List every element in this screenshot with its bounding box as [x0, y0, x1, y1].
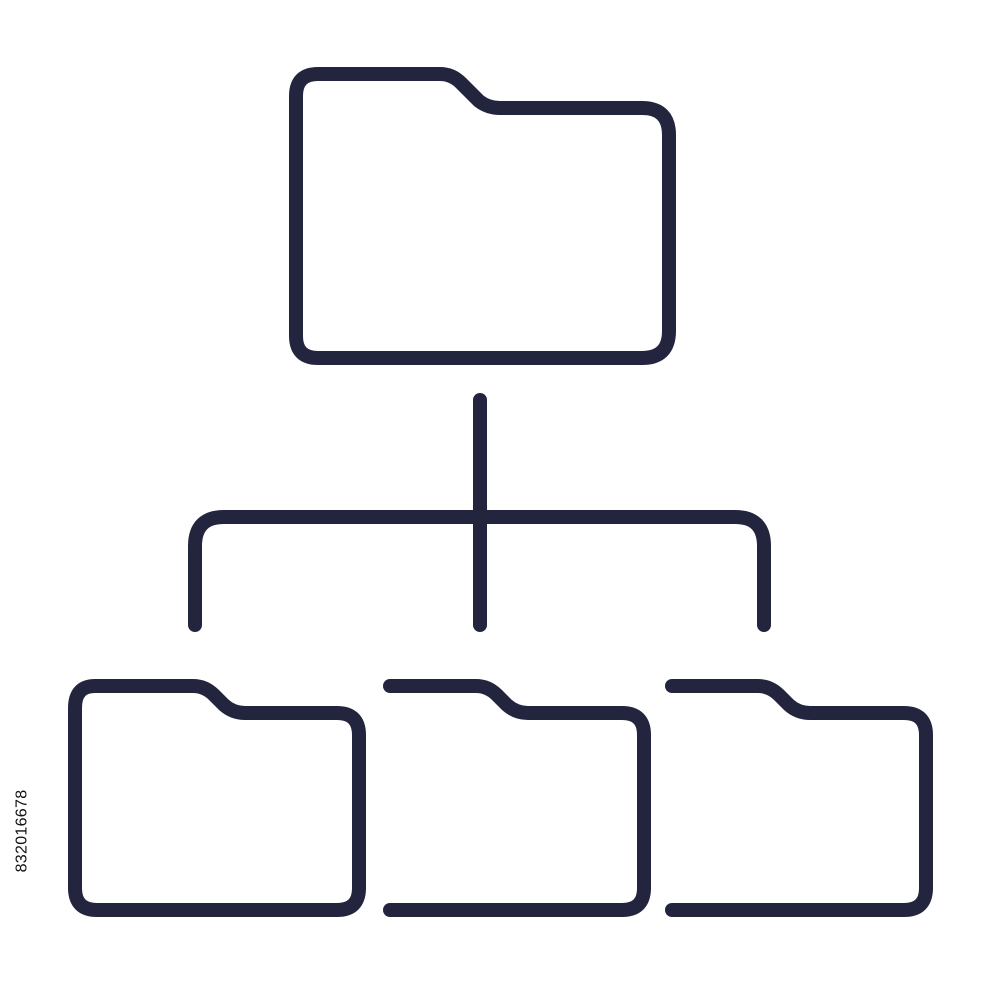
- stock-id-label: 832016678: [10, 766, 34, 896]
- child-folder-left-icon: [68, 679, 366, 917]
- root-folder-icon: [289, 67, 676, 365]
- stock-id-text: 832016678: [13, 789, 31, 873]
- horizontal-connector: [188, 510, 771, 632]
- connector-lines: [188, 393, 771, 632]
- child-folder-right-icon: [665, 679, 933, 917]
- child-folder-middle-icon: [383, 679, 651, 917]
